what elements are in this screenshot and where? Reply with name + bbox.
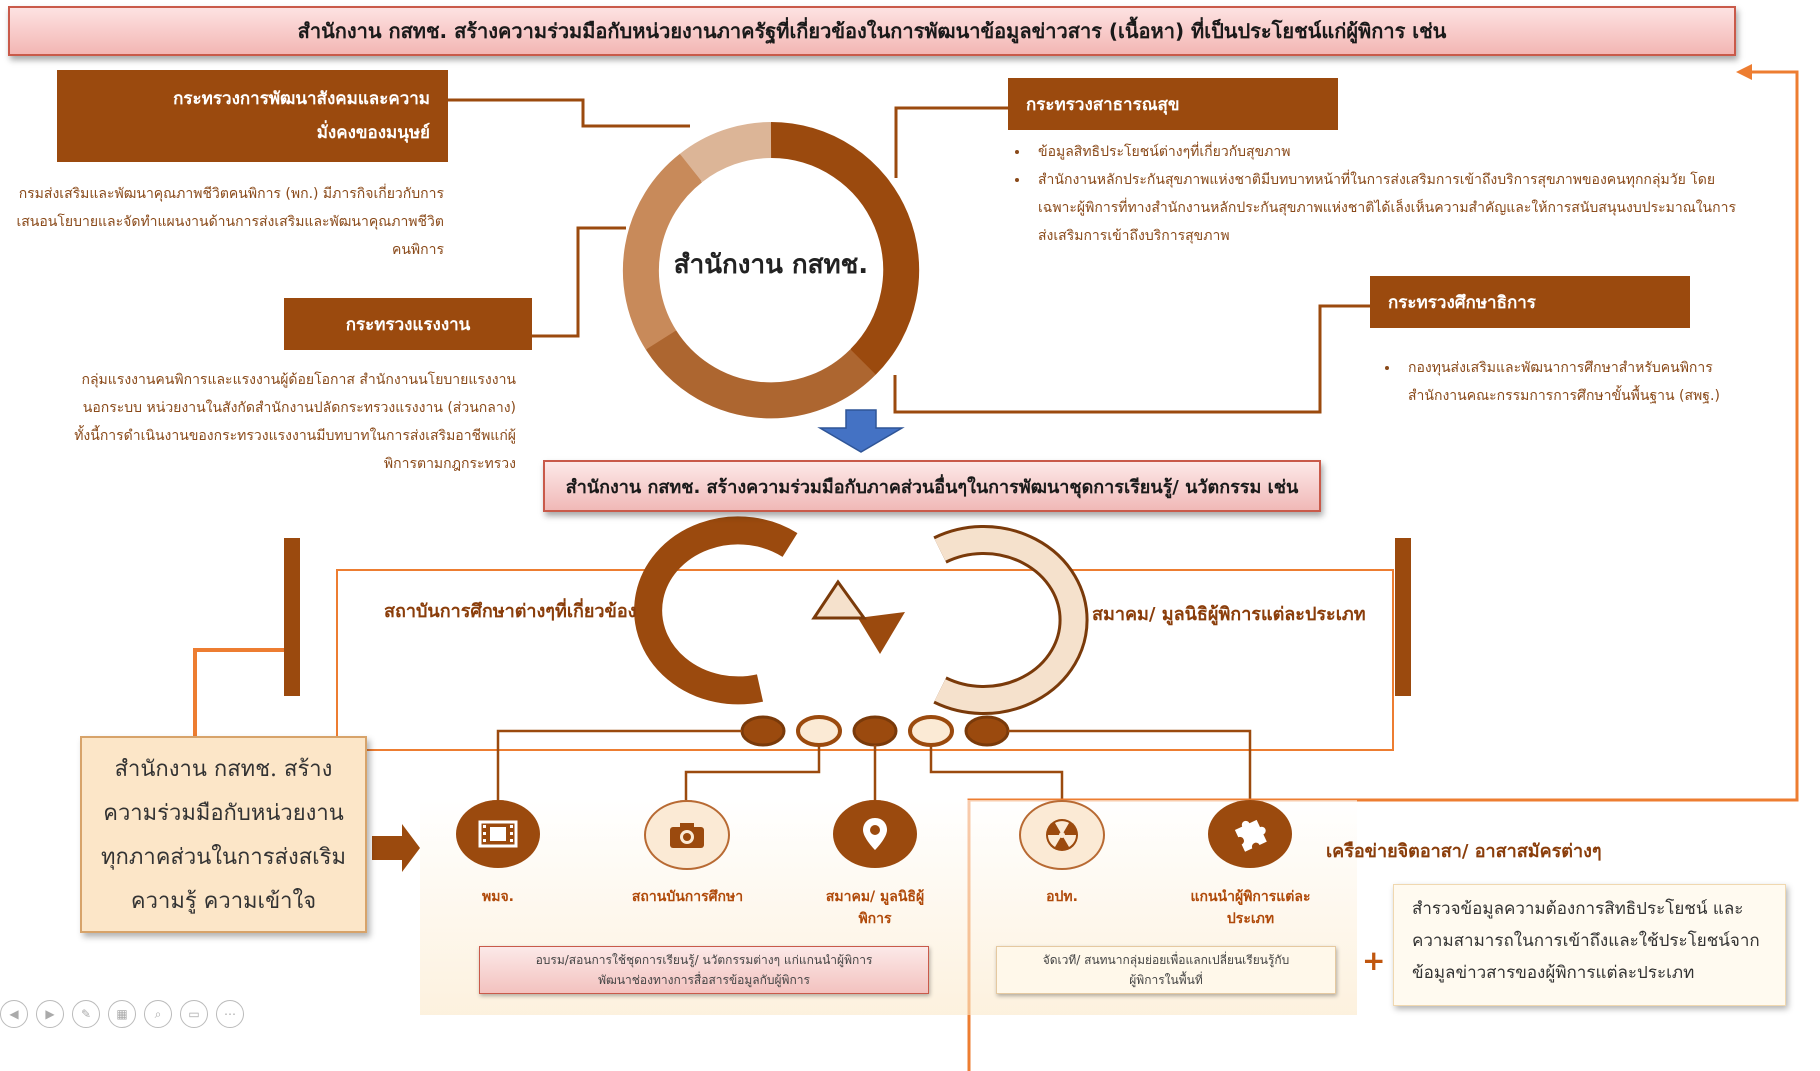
prev-slide-icon[interactable]: ◀ (0, 1000, 28, 1028)
left-org-label: สถาบันการศึกษาต่างๆที่เกี่ยวข้อง (384, 601, 637, 622)
desc-line: กลุ่มแรงงานคนพิการและแรงงานผู้ด้อยโอกาส … (81, 372, 517, 388)
cycle-arrows (634, 516, 1089, 715)
zoom-icon[interactable]: ⌕ (144, 1000, 172, 1028)
slides-grid-icon[interactable]: ▦ (108, 1000, 136, 1028)
icon-label-line: สมาคม/ มูลนิธิผู้ (825, 889, 925, 905)
ministry-social-development-title-line1: กระทรวงการพัฒนาสังคมและความ (173, 89, 430, 109)
note-line: ทุกภาคส่วนในการส่งสเริม (101, 845, 346, 870)
box-line: อบรม/สอนการใช้ชุดการเรียนรู้/ นวัตกรรมต่… (535, 953, 873, 967)
desc-line: เสนอนโยบายและจัดทำแผนงานด้านการส่งเสริมแ… (16, 214, 444, 230)
ministry-health-list: ข้อมูลสิทธิประโยชน์ต่างๆที่เกี่ยวกับสุขภ… (1000, 138, 1740, 250)
ministry-labour-desc: กลุ่มแรงงานคนพิการและแรงงานผู้ด้อยโอกาส … (40, 366, 516, 478)
mid-banner: สำนักงาน กสทช. สร้างความร่วมมือกับภาคส่ว… (543, 460, 1321, 512)
more-options-icon[interactable]: ⋯ (216, 1000, 244, 1028)
ministry-social-development-desc: กรมส่งเสริมและพัฒนาคุณภาพชีวิตคนพิการ (พ… (8, 180, 444, 264)
health-bullet: ข้อมูลสิทธิประโยชน์ต่างๆที่เกี่ยวกับสุขภ… (1030, 138, 1740, 166)
ministry-social-development-title-line2: มั่งคงของมนุษย์ (316, 123, 430, 143)
ministry-education-title: กระทรวงศึกษาธิการ (1388, 292, 1536, 313)
subtitle-icon[interactable]: ▭ (180, 1000, 208, 1028)
ministry-education-box: กระทรวงศึกษาธิการ (1370, 276, 1690, 328)
puzzle-icon (1208, 800, 1292, 868)
note-line: ความร่วมมือกับหน่วยงาน (103, 801, 344, 826)
health-bullet: สำนักงานหลักประกันสุขภาพแห่งชาติมีบทบาทห… (1030, 166, 1740, 250)
plus-sign: + (1362, 944, 1386, 977)
box-line: ผู้พิการในพื้นที่ (1129, 973, 1203, 987)
icon-label-leaders: แกนนำผู้พิการแต่ละ ประเภท (1163, 886, 1338, 930)
icon-label-line: แกนนำผู้พิการแต่ละ (1190, 889, 1311, 905)
icon-label-line: สถานบันการศึกษา (631, 889, 744, 905)
ministry-health-box: กระทรวงสาธารณสุข (1008, 78, 1338, 130)
pen-icon[interactable]: ✎ (72, 1000, 100, 1028)
right-org-label: สมาคม/ มูลนิธิผู้พิการแต่ละประเภท (1092, 604, 1366, 625)
ministry-health-title: กระทรวงสาธารณสุข (1026, 94, 1180, 115)
icon-label-line: อปท. (1046, 889, 1078, 905)
icon-label-line: ประเภท (1226, 911, 1275, 927)
desc-line: นอกระบบ หน่วยงานในสังกัดสำนักงานปลัดกระท… (82, 400, 516, 416)
icon-label-line: พมจ. (482, 889, 514, 905)
next-slide-icon[interactable]: ▶ (36, 1000, 64, 1028)
left-note-box: สำนักงาน กสทช. สร้าง ความร่วมมือกับหน่วย… (80, 736, 367, 933)
icon-label-pmj: พมจ. (418, 886, 578, 908)
dots-row (740, 715, 1010, 747)
survey-line: ข้อมูลข่าวสารของผู้พิการแต่ละประเภท (1412, 963, 1695, 983)
training-box: อบรม/สอนการใช้ชุดการเรียนรู้/ นวัตกรรมต่… (479, 946, 929, 994)
presentation-toolbar: ◀ ▶ ✎ ▦ ⌕ ▭ ⋯ (0, 1000, 244, 1028)
ministry-labour-box: กระทรวงแรงงาน (284, 298, 532, 350)
note-line: สำนักงาน กสทช. สร้าง (114, 757, 333, 782)
icon-label-line: พิการ (858, 911, 892, 927)
survey-line: ความสามารถในการเข้าถึงและใช้ประโยชน์จาก (1412, 931, 1760, 951)
ministry-education-list: กองทุนส่งเสริมและพัฒนาการศึกษาสำหรับคนพิ… (1370, 354, 1750, 410)
survey-line: สำรวจข้อมูลความต้องการสิทธิประโยชน์ และ (1412, 899, 1744, 919)
ministry-social-development-box: กระทรวงการพัฒนาสังคมและความ มั่งคงของมนุ… (57, 70, 448, 162)
icon-label-local-gov: อปท. (982, 886, 1142, 908)
icon-label-institution: สถานบันการศึกษา (605, 886, 770, 908)
box-line: จัดเวที/ สนทนากลุ่มย่อยเพื่อแลกเปลี่ยนเร… (1042, 953, 1290, 967)
location-pin-icon (833, 800, 917, 868)
desc-line: ทั้งนี้การดำเนินงานของกระทรวงแรงงานมีบทบ… (74, 428, 516, 444)
network-label: เครือข่ายจิตอาสา/ อาสาสมัครต่างๆ (1326, 841, 1602, 862)
desc-line: พิการตามกฎกระทรวง (383, 456, 516, 472)
forum-box: จัดเวที/ สนทนากลุ่มย่อยเพื่อแลกเปลี่ยนเร… (996, 946, 1336, 994)
education-bullet: กองทุนส่งเสริมและพัฒนาการศึกษาสำหรับคนพิ… (1400, 354, 1750, 410)
ministry-labour-title: กระทรวงแรงงาน (345, 314, 471, 335)
icon-label-association: สมาคม/ มูลนิธิผู้ พิการ (795, 886, 955, 930)
note-line: ความรู้ ความเข้าใจ (130, 889, 317, 914)
desc-line: คนพิการ (391, 242, 444, 258)
camera-icon (644, 800, 730, 870)
survey-box: สำรวจข้อมูลความต้องการสิทธิประโยชน์ และ … (1393, 884, 1786, 1006)
center-label: สำนักงาน กสทช. (673, 250, 869, 280)
radiation-icon (1019, 800, 1105, 870)
right-arrow-shape (372, 824, 420, 872)
desc-line: กรมส่งเสริมและพัฒนาคุณภาพชีวิตคนพิการ (พ… (18, 186, 444, 202)
box-line: พัฒนาช่องทางการสื่อสารข้อมูลกับผู้พิการ (598, 973, 810, 987)
film-icon (456, 800, 540, 868)
top-banner: สำนักงาน กสทช. สร้างความร่วมมือกับหน่วยง… (8, 6, 1736, 56)
down-arrow-shape (817, 409, 905, 453)
